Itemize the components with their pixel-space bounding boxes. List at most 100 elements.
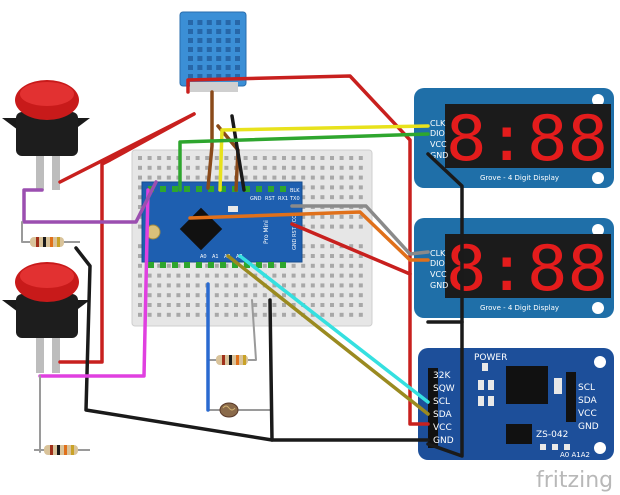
breadboard-hole <box>349 224 354 229</box>
breadboard-hole <box>291 175 296 180</box>
display-top-label: Grove - 4 Digit Display <box>480 174 559 182</box>
breadboard-hole <box>291 156 296 160</box>
breadboard-hole <box>243 303 248 307</box>
breadboard-hole <box>166 156 171 160</box>
breadboard-hole <box>176 283 181 288</box>
breadboard-hole <box>349 175 354 180</box>
dht-grille-slot <box>206 56 212 61</box>
breadboard-hole <box>138 312 142 317</box>
breadboard-hole <box>282 312 286 317</box>
breadboard-hole <box>253 165 258 170</box>
breadboard-hole <box>358 244 363 249</box>
breadboard-hole <box>262 165 267 170</box>
display-top-mount-hole <box>592 94 604 106</box>
breadboard-hole <box>291 263 296 268</box>
button-top-body <box>16 112 78 156</box>
breadboard-hole <box>301 263 306 268</box>
breadboard-hole <box>349 273 354 278</box>
breadboard-hole <box>330 303 334 307</box>
push-button-bottom <box>2 262 90 373</box>
breadboard-hole <box>166 175 171 180</box>
dht-grille-slot <box>225 47 231 52</box>
arduino-pin-blk: BLK <box>290 188 300 194</box>
breadboard-hole <box>157 303 162 307</box>
arduino-pin-top <box>160 186 166 192</box>
arduino-pin-top <box>244 186 250 192</box>
breadboard-hole <box>272 312 277 317</box>
breadboard-hole <box>166 263 171 268</box>
rtc-chip-eeprom <box>506 424 532 444</box>
breadboard-hole <box>138 244 142 249</box>
breadboard-hole <box>301 175 306 180</box>
resistor-ldr <box>208 355 256 365</box>
breadboard-hole <box>272 283 277 288</box>
breadboard-hole <box>234 312 238 317</box>
breadboard-hole <box>330 254 334 258</box>
rtc-power-label: POWER <box>474 353 507 363</box>
breadboard-hole <box>205 165 210 170</box>
breadboard-hole <box>272 273 277 278</box>
breadboard-hole <box>320 273 325 278</box>
display-bottom-pin-dio: DIO <box>430 259 445 268</box>
display-top-screen <box>445 104 611 168</box>
breadboard-hole <box>214 273 219 278</box>
breadboard-hole <box>253 293 258 298</box>
rtc-address-pad <box>564 444 570 450</box>
breadboard-hole <box>253 156 258 160</box>
display-bottom-label: Grove - 4 Digit Display <box>480 304 559 312</box>
breadboard-hole <box>358 195 363 200</box>
arduino-pin-a1: A1 <box>212 254 219 260</box>
breadboard-hole <box>339 254 344 258</box>
rtc-pin-gnd: GND <box>433 436 454 446</box>
rtc-address-pad <box>540 444 546 450</box>
arduino-pin-bottom <box>256 262 262 268</box>
breadboard-hole <box>320 254 325 258</box>
breadboard-hole <box>349 165 354 170</box>
breadboard-hole <box>358 303 363 307</box>
breadboard-hole <box>301 185 306 190</box>
wire-magenta-button-bottom <box>38 188 150 378</box>
arduino-pin-bottom <box>148 262 154 268</box>
breadboard-hole <box>166 293 171 298</box>
arduino-pin-top <box>196 186 202 192</box>
dht-grille-slot <box>235 56 240 61</box>
breadboard-hole <box>243 283 248 288</box>
breadboard-hole <box>330 244 334 249</box>
wire-grey-ldr-resistor <box>251 299 257 361</box>
wire-black-rtc-gnd <box>426 320 464 458</box>
display-bottom-pin-gnd: GND <box>430 281 448 290</box>
breadboard-hole <box>186 293 190 298</box>
breadboard-hole <box>320 224 325 229</box>
dht-grille-slot <box>216 38 222 43</box>
breadboard-hole <box>262 175 267 180</box>
breadboard-hole <box>310 263 315 268</box>
breadboard-hole <box>358 156 363 160</box>
arduino-right-labels: GND RST VCC <box>292 215 298 250</box>
breadboard-hole <box>282 175 286 180</box>
breadboard-hole <box>186 273 190 278</box>
rtc-model-label: ZS-042 <box>536 430 568 440</box>
breadboard-hole <box>138 273 142 278</box>
breadboard-hole <box>310 185 315 190</box>
breadboard-hole <box>320 185 325 190</box>
push-button-top <box>2 80 90 190</box>
breadboard-hole <box>320 214 325 219</box>
button-top-leg <box>52 150 60 190</box>
dht-grille-slot <box>197 29 203 34</box>
breadboard-hole <box>339 165 344 170</box>
dht-grille-slot <box>197 65 203 70</box>
breadboard-hole <box>195 165 200 170</box>
breadboard-hole <box>243 165 248 170</box>
wire-black-ground-bus <box>74 246 430 442</box>
dht-grille-slot <box>235 20 240 25</box>
breadboard-hole <box>253 175 258 180</box>
breadboard-hole <box>291 312 296 317</box>
resistor-left-bottom <box>34 445 90 455</box>
button-top-cap-highlight <box>20 82 74 106</box>
breadboard-hole <box>358 224 363 229</box>
breadboard-hole <box>339 263 344 268</box>
arduino-brand-label: Pro Mini <box>263 220 270 244</box>
dht-grille-slot <box>197 47 203 52</box>
breadboard-hole <box>358 175 363 180</box>
breadboard-hole <box>349 244 354 249</box>
